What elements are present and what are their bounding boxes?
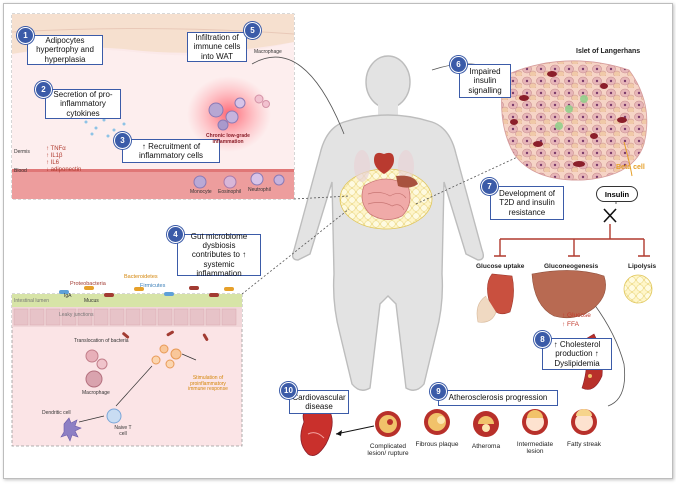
gut-bacteria [59, 286, 234, 341]
gut-mucus-label: Mucus [84, 298, 99, 304]
step-10-text: Cardiovascular disease [292, 392, 346, 411]
cytokine-il1b: ↑ IL1β [46, 152, 63, 159]
wat-neutrophil-label: Neutrophil [248, 187, 271, 193]
gluconeogenesis-label: Gluconeogenesis [544, 263, 599, 270]
gut-firmicutes-label: Firmicutes [140, 283, 166, 289]
gut-inset [11, 286, 243, 447]
gut-iga-label: IgA [64, 293, 72, 299]
gut-bacteroidetes-label: Bacteroidetes [124, 274, 158, 280]
athero-label-1: Complicated lesion/ rupture [367, 443, 409, 458]
gut-immune-cells [60, 344, 182, 442]
glucose-uptake-label: Glucose uptake [476, 263, 525, 270]
step-3-badge: 3 [114, 132, 131, 149]
cytokine-list: ↑ TNFα ↑ IL1β ↑ IL6 ↓ adiponectin [46, 146, 81, 174]
step-1-text: Adipocytes hypertrophy and hyperplasia [36, 36, 94, 64]
athero-label-3: Atheroma [471, 443, 501, 450]
athero-stage-marks [335, 409, 597, 437]
wat-macrophage-label: Macrophage [254, 49, 282, 55]
athero-label-4: Intermediate lesion [516, 441, 554, 456]
step-7-badge: 7 [481, 178, 498, 195]
step-7-text: Development of T2D and insulin resistanc… [498, 189, 556, 217]
step-7-box: Development of T2D and insulin resistanc… [490, 186, 564, 220]
gut-dendritic-label: Dendritic cell [42, 410, 71, 416]
step-8-text: ↑ Cholesterol production ↑ Dyslipidemia [553, 340, 601, 368]
step-4-text: Gut microbiome dysbiosis contributes to … [190, 232, 248, 278]
step-10-badge: 10 [280, 382, 297, 399]
step-5-text: Infiltration of immune cells into WAT [193, 33, 241, 61]
step-3-text: ↑ Recruitment of inflammatory cells [138, 141, 203, 160]
islet-illustration [501, 60, 648, 181]
beta-cell-label: Beta cell [616, 164, 645, 171]
step-2-box: Secretion of pro-inflammatory cytokines [45, 89, 121, 119]
step-10-box: Cardiovascular disease [289, 390, 349, 414]
step-2-badge: 2 [35, 81, 52, 98]
gut-stimulation-label: Stimulation of proinflammatory immune re… [188, 375, 228, 392]
athero-stage-5 [571, 409, 597, 435]
insulin-pathway [476, 200, 653, 390]
athero-label-2: Fibrous plaque [415, 441, 459, 448]
step-4-badge: 4 [167, 226, 184, 243]
step-1-badge: 1 [17, 27, 34, 44]
cytokine-tnf: ↑ TNFα [46, 146, 66, 152]
wat-monocyte-label: Monocyte [190, 189, 212, 195]
athero-stage-4 [522, 409, 548, 435]
step-5-badge: 5 [244, 22, 261, 39]
ffa-increase-label: ↑ FFA [562, 321, 579, 328]
gut-translocation-label: Translocation of bacteria [74, 338, 129, 344]
athero-stage-1 [375, 411, 401, 437]
wat-dermis-label: Dermis [14, 149, 30, 155]
cytokine-il6: ↑ IL6 [46, 159, 60, 166]
step-6-text: Impaired insulin signalling [468, 67, 502, 95]
gut-naive-t-label: Naive T cell [114, 425, 132, 437]
step-1-box: Adipocytes hypertrophy and hyperplasia [27, 35, 103, 65]
athero-label-5: Fatty streak [567, 441, 601, 448]
glucose-increase-label: ↑ Glucose [562, 312, 591, 319]
step-8-box: ↑ Cholesterol production ↑ Dyslipidemia [542, 338, 612, 370]
human-body [291, 55, 485, 391]
step-3-box: ↑ Recruitment of inflammatory cells [122, 139, 220, 163]
gut-lumen-label: Intestinal lumen [14, 298, 50, 304]
step-4-box: Gut microbiome dysbiosis contributes to … [177, 232, 261, 278]
lipolysis-label: Lipolysis [628, 263, 657, 270]
step-9-badge: 9 [430, 383, 447, 400]
wat-eosinophil-label: Eosinophil [218, 189, 242, 195]
wat-blood-label: Blood [14, 168, 27, 174]
athero-stage-2 [424, 409, 450, 435]
step-5-box: Infiltration of immune cells into WAT [187, 32, 247, 62]
step-9-text: Atherosclerosis progression [448, 393, 548, 403]
figure-frame: Adipocytes hypertrophy and hyperplasia 1… [3, 3, 673, 479]
gut-proteobacteria-label: Proteobacteria [70, 281, 106, 287]
gut-leaky-junctions-label: Leaky junctions [59, 312, 94, 318]
wat-inflammation-label: Chronic low-grade inflammation [206, 133, 250, 145]
insulin-badge: Insulin [596, 186, 638, 202]
wat-immune-cells [193, 94, 285, 189]
step-8-badge: 8 [534, 331, 551, 348]
step-9-box: Atherosclerosis progression [438, 390, 558, 406]
cytokine-adiponectin: ↓ adiponectin [46, 166, 82, 173]
athero-stage-3 [473, 411, 499, 437]
step-2-text: Secretion of pro-inflammatory cytokines [53, 90, 113, 118]
gut-macrophage-label: Macrophage [82, 390, 110, 396]
step-6-badge: 6 [450, 56, 467, 73]
islet-label: Islet of Langerhans [576, 48, 641, 55]
step-6-box: Impaired insulin signalling [459, 64, 511, 98]
